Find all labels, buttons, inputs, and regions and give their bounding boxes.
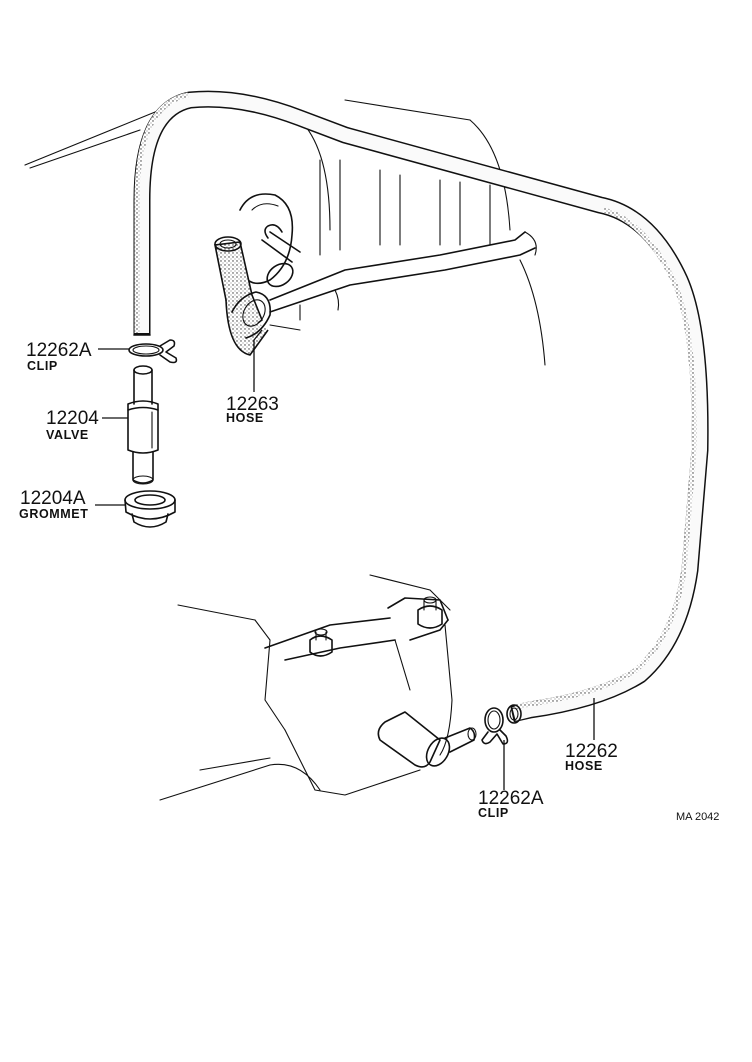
cylinder-head-cover — [24, 99, 546, 366]
bolt-right — [417, 596, 443, 629]
label-valve: 12204 VALVE — [46, 408, 99, 442]
main-hose-12262[interactable] — [133, 90, 709, 724]
diagram-code: MA 2042 — [676, 811, 719, 823]
bolt-left — [309, 628, 333, 657]
part-number: 12262A — [26, 340, 92, 361]
part-name: CLIP — [478, 806, 509, 820]
part-name: VALVE — [46, 428, 89, 442]
part-number: 12263 — [226, 394, 279, 415]
part-number: 12262A — [478, 788, 544, 809]
label-hose-small: 12263 HOSE — [226, 394, 279, 425]
intake-manifold — [159, 574, 477, 801]
part-number: 12262 — [565, 741, 618, 762]
label-clip-bottom: 12262A CLIP — [478, 788, 544, 820]
clip-bottom-12262a[interactable] — [481, 707, 509, 745]
part-name: CLIP — [27, 359, 58, 373]
label-grommet: 12204A GROMMET — [19, 488, 88, 521]
part-name: HOSE — [565, 759, 603, 773]
pcv-valve-12204[interactable] — [127, 365, 159, 485]
part-number: 12204A — [20, 488, 86, 509]
part-number: 12204 — [46, 408, 99, 429]
small-hose-12263[interactable] — [214, 236, 272, 356]
leader-lines — [95, 329, 595, 790]
part-name: HOSE — [226, 411, 264, 425]
clip-top-12262a[interactable] — [128, 339, 178, 364]
part-name: GROMMET — [19, 507, 88, 521]
label-hose-main: 12262 HOSE — [565, 741, 618, 773]
union-fitting — [377, 711, 477, 768]
grommet-12204a[interactable] — [124, 490, 176, 528]
label-clip-top: 12262A CLIP — [26, 340, 92, 373]
